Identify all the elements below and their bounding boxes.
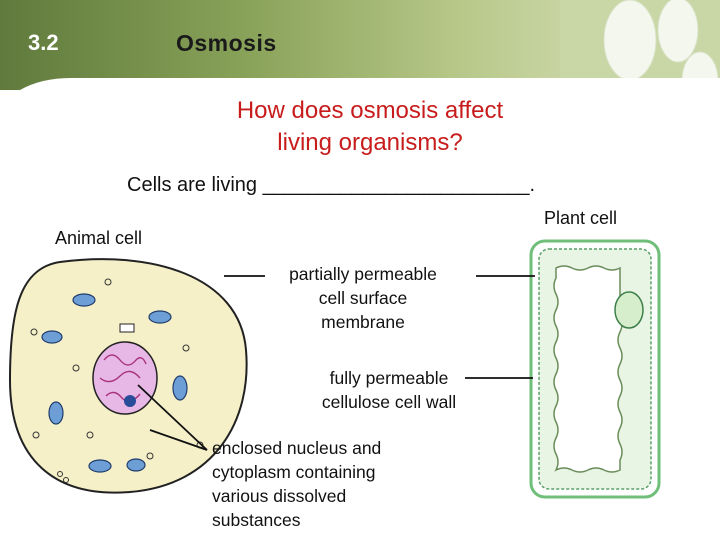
- question-heading: How does osmosis affect living organisms…: [150, 95, 590, 159]
- animal-cell-diagram: [0, 253, 262, 501]
- section-number: 3.2: [28, 30, 59, 55]
- plant-cell-nucleus: [614, 291, 644, 329]
- membrane-callout-line-2: cell surface: [318, 288, 408, 308]
- cell-wall-callout: fully permeable cellulose cell wall: [306, 366, 472, 414]
- slide-title: Osmosis: [176, 30, 277, 56]
- membrane-callout-line-1: partially permeable: [289, 264, 437, 284]
- membrane-callout: partially permeable cell surface membran…: [272, 262, 454, 334]
- animal-cell-label: Animal cell: [55, 228, 143, 248]
- contents-callout-line-1: enclosed nucleus and: [212, 438, 382, 458]
- wall-callout-line-2: cellulose cell wall: [321, 392, 457, 412]
- membrane-callout-line-3: membrane: [321, 312, 405, 332]
- plant-cell-vacuole: [553, 265, 623, 473]
- fill-in-prompt: Cells are living _______________________…: [127, 174, 536, 196]
- contents-callout: enclosed nucleus and cytoplasm containin…: [212, 436, 422, 532]
- question-line-1: How does osmosis affect: [236, 97, 504, 124]
- vesicles: [30, 278, 204, 483]
- plant-cell-diagram: [526, 236, 664, 504]
- nucleolus: [124, 395, 136, 407]
- question-line-2: living organisms?: [277, 129, 463, 156]
- pointer-lines: [137, 275, 535, 451]
- contents-callout-line-4: substances: [212, 510, 301, 530]
- contents-callout-line-3: various dissolved: [212, 486, 347, 506]
- animal-cell-nucleus: [92, 341, 158, 415]
- mitochondria: [41, 293, 188, 473]
- wall-callout-line-1: fully permeable: [329, 368, 449, 388]
- plant-cell-label: Plant cell: [544, 208, 618, 228]
- contents-callout-line-2: cytoplasm containing: [212, 462, 376, 482]
